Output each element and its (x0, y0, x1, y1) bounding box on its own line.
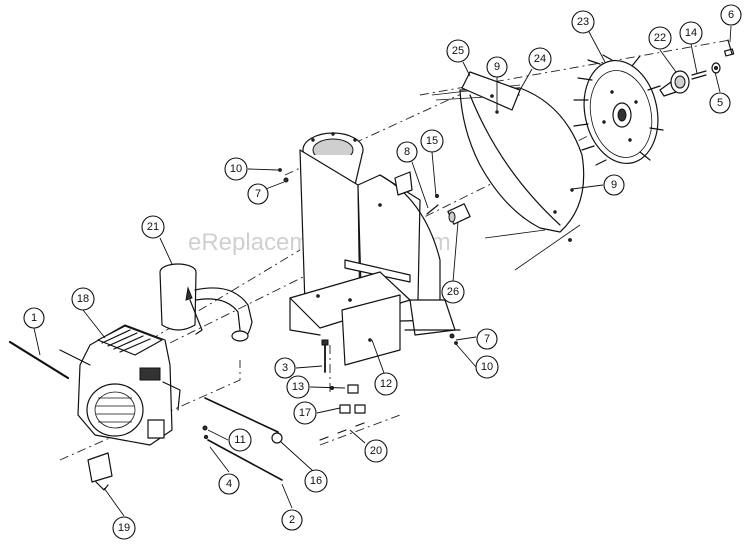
callout-23: 23 (571, 10, 595, 34)
callout-18: 18 (71, 287, 95, 311)
callout-21-label: 21 (147, 221, 159, 233)
callout-13: 13 (286, 375, 310, 399)
callout-25-label: 25 (452, 45, 464, 57)
engine (59, 324, 181, 446)
callout-22-label: 22 (654, 32, 666, 44)
callout-23-label: 23 (577, 16, 589, 28)
fasteners (278, 168, 572, 345)
callout-4-label: 4 (226, 478, 232, 490)
callout-8: 8 (396, 141, 418, 163)
callout-1-label: 1 (31, 312, 37, 324)
callout-7-upper: 7 (247, 183, 269, 205)
small-bracket (87, 452, 113, 491)
callout-7-upper-label: 7 (255, 188, 261, 200)
callout-leaders (33, 25, 732, 517)
hub-hardware (659, 39, 735, 97)
tie-rod (8, 340, 70, 380)
callout-9-lower-label: 9 (611, 179, 617, 191)
callout-11: 11 (228, 428, 252, 452)
callout-3-label: 3 (282, 362, 288, 374)
callout-11-label: 11 (234, 434, 245, 446)
callout-10-upper-label: 10 (230, 163, 242, 175)
callout-10-upper: 10 (224, 157, 248, 181)
callout-9-upper: 9 (486, 56, 508, 78)
callout-21: 21 (141, 215, 165, 239)
callout-10-lower: 10 (475, 355, 499, 379)
bushing (447, 203, 471, 225)
callout-10-lower-label: 10 (481, 361, 493, 373)
callout-6: 6 (720, 4, 742, 26)
callout-20-label: 20 (370, 445, 382, 457)
callout-5-label: 5 (717, 97, 723, 109)
callout-20: 20 (364, 439, 388, 463)
callout-26: 26 (441, 280, 465, 304)
callout-12-label: 12 (380, 378, 392, 390)
callout-12: 12 (374, 372, 398, 396)
callout-3: 3 (274, 357, 296, 379)
callout-19: 19 (112, 516, 136, 540)
callout-24: 24 (528, 47, 552, 71)
callout-22: 22 (648, 26, 672, 50)
callout-26-label: 26 (447, 286, 459, 298)
callout-4: 4 (218, 473, 240, 495)
callout-14-label: 14 (685, 27, 697, 39)
muffler (159, 263, 253, 342)
callout-7-lower: 7 (476, 328, 498, 350)
callout-5: 5 (709, 92, 731, 114)
callout-17-label: 17 (299, 407, 311, 419)
blower-housing (431, 84, 585, 271)
callout-18-label: 18 (77, 293, 89, 305)
impeller-disc (573, 54, 664, 166)
callout-16: 16 (304, 469, 328, 493)
callout-16-label: 16 (310, 475, 322, 487)
callout-1: 1 (23, 307, 45, 329)
callout-17: 17 (293, 401, 317, 425)
callout-15: 15 (420, 129, 444, 153)
callout-14: 14 (679, 21, 703, 45)
callout-2: 2 (281, 509, 303, 531)
control-rods (202, 397, 283, 481)
callout-6-label: 6 (728, 9, 734, 21)
callout-25: 25 (446, 39, 470, 63)
callout-13-label: 13 (292, 381, 304, 393)
mount-hardware (319, 339, 366, 441)
mount-bracket (289, 271, 411, 366)
callout-9-upper-label: 9 (494, 61, 500, 73)
callout-8-label: 8 (404, 146, 410, 158)
callout-2-label: 2 (289, 514, 295, 526)
callout-19-label: 19 (118, 522, 130, 534)
callout-24-label: 24 (534, 53, 546, 65)
callout-7-lower-label: 7 (484, 333, 490, 345)
callout-15-label: 15 (426, 135, 438, 147)
callout-9-lower: 9 (603, 174, 625, 196)
